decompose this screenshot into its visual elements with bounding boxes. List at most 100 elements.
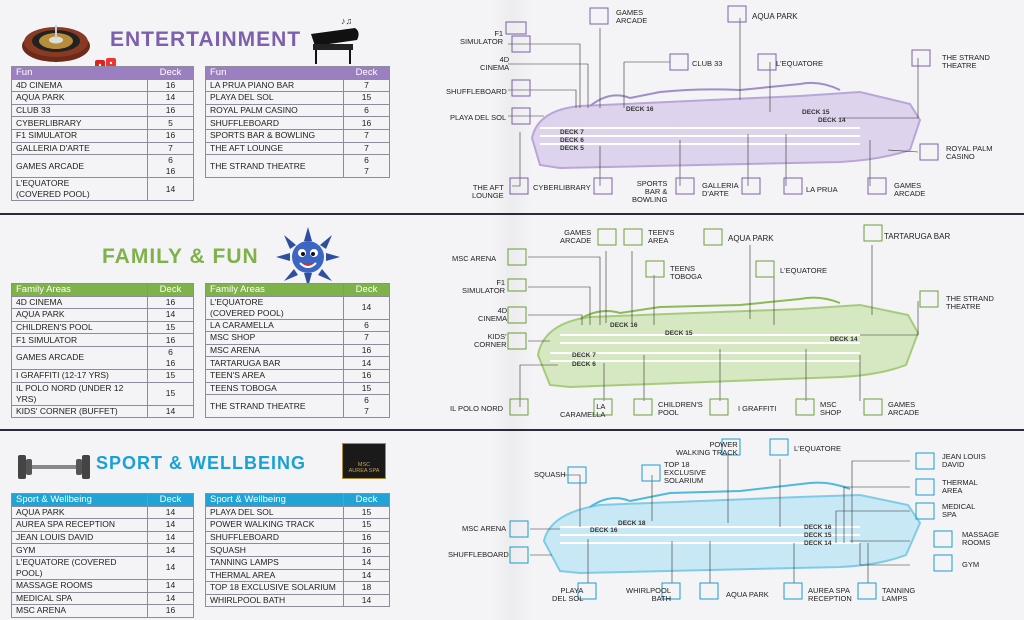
entertainment-title: ENTERTAINMENT (110, 28, 302, 51)
deck-label: DECK 18 (618, 520, 646, 527)
deck-number: 14 (147, 578, 194, 593)
deck-label: DECK 16 (610, 322, 638, 329)
deck-number: 14 (343, 356, 390, 370)
venue-name: GAMES ARCADE (11, 154, 148, 179)
venue-name: TANNING LAMPS (205, 555, 344, 570)
venue-name: POWER WALKING TRACK (205, 518, 344, 532)
deck-number: 15 (343, 518, 390, 532)
venue-name: TOP 18 EXCLUSIVE SOLARIUM (205, 581, 344, 595)
deck-number: 16 (147, 103, 194, 118)
deck-number: 14 (343, 568, 390, 583)
map-label-f1: F1 SIMULATOR (462, 278, 506, 295)
table-row: IL POLO NORD (under 12 yrs)15 (11, 381, 194, 406)
deck-number: 6 7 (343, 394, 390, 419)
family-ship-map: DECK 16 DECK 15 DECK 14 DECK 7 DECK 6 (507, 224, 939, 416)
map-label-teens-area: TEEN'S AREA (648, 228, 675, 245)
map-label-club33: CLUB 33 (692, 59, 723, 68)
deck-number: 15 (147, 368, 194, 383)
deck-number: 16 (147, 78, 194, 93)
map-label-playa: PLAYA DEL SOL (450, 113, 507, 122)
table-row: L'EQUATORE (Covered Pool)14 (11, 177, 194, 202)
section-divider (0, 429, 1024, 431)
deck-number: 16 (343, 116, 390, 130)
map-label-squash: SQUASH (534, 470, 566, 479)
deck-number: 15 (343, 505, 390, 520)
venue-name: L'EQUATORE (Covered Pool) (205, 295, 344, 320)
deck-number: 14 (147, 530, 194, 545)
map-label-top18: TOP 18 EXCLUSIVE SOLARIUM (664, 460, 707, 485)
deck-label: DECK 15 (665, 330, 693, 337)
deck-number: 16 (343, 343, 390, 358)
deck-number: 6 (343, 318, 390, 333)
map-label-massage: MASSAGE ROOMS (962, 530, 1000, 547)
header-area: Fun (11, 66, 148, 80)
header-deck: Deck (147, 283, 194, 297)
map-label-msc-shop: MSC SHOP (820, 400, 842, 417)
deck-number: 6 (343, 103, 390, 118)
venue-name: MASSAGE ROOMS (11, 578, 148, 593)
deck-number: 16 (147, 604, 194, 618)
deck-number: 16 (343, 368, 390, 383)
table-row: KIDS' CORNER (Buffet)14 (11, 404, 194, 419)
venue-name: I GRAFFITI (12-17 yrs) (11, 368, 148, 383)
deck-label: DECK 14 (804, 540, 832, 547)
deck-number: 7 (343, 141, 390, 156)
sport-section: SPORT & WELLBEING MSC AUREA SPA Sport & … (0, 431, 1024, 620)
deck-number: 14 (343, 295, 390, 320)
deck-label: DECK 14 (830, 336, 858, 343)
deck-number: 16 (147, 333, 194, 347)
venue-name: GYM (11, 543, 148, 557)
map-label-equatore: L'EQUATORE (776, 59, 823, 68)
deck-number: 15 (343, 381, 390, 396)
deck-label: DECK 16 (804, 524, 832, 531)
map-label-games-arcade-bottom: GAMES ARCADE (894, 181, 926, 198)
venue-name: MSC SHOP (205, 331, 344, 345)
deck-number: 16 (147, 295, 194, 310)
venue-name: CYBERLIBRARY (11, 116, 148, 130)
header-area: Sport & Wellbeing (205, 493, 344, 507)
deck-number: 14 (147, 404, 194, 419)
map-label-power-walking: POWER WALKING TRACK (676, 440, 738, 457)
map-label-whirlpool: WHIRLPOOL BATH (626, 586, 672, 603)
aurea-spa-logo-text: MSC AUREA SPA (348, 462, 380, 474)
table-row: L'EQUATORE (Covered Pool)14 (11, 555, 194, 580)
deck-label: DECK 16 (626, 106, 654, 113)
deck-number: 14 (343, 555, 390, 570)
map-label-cinema: 4D CINEMA (480, 55, 510, 72)
map-label-thermal: THERMAL AREA (942, 478, 978, 495)
venue-name: F1 SIMULATOR (11, 128, 148, 143)
map-label-equatore: L'EQUATORE (780, 266, 827, 275)
dumbbell-icon (18, 455, 90, 479)
venue-name: GAMES ARCADE (11, 345, 148, 370)
map-label-shuffleboard: SHUFFLEBOARD (446, 87, 507, 96)
venue-name: L'EQUATORE (Covered Pool) (11, 555, 148, 580)
map-label-gym: GYM (962, 560, 980, 569)
